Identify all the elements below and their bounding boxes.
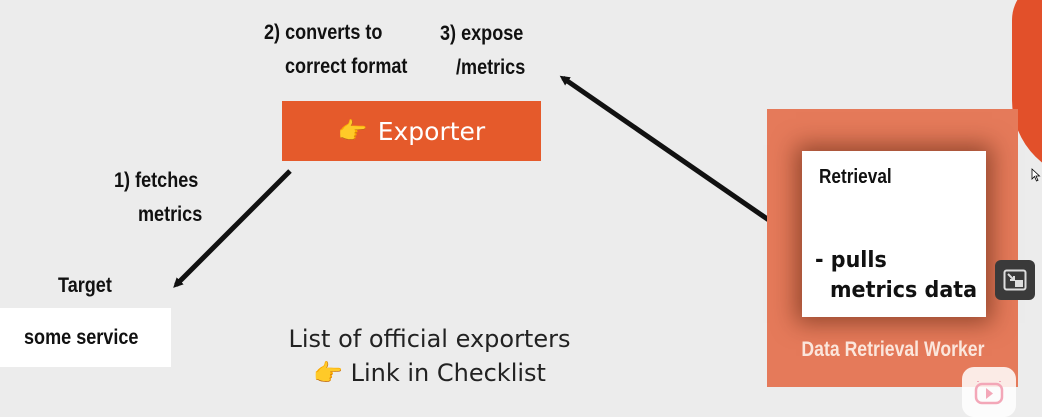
step-expose-line1: 3) expose — [440, 22, 524, 45]
picture-in-picture-button[interactable] — [995, 260, 1035, 300]
fetch-arrow — [173, 169, 292, 288]
retrieval-title: Retrieval — [819, 166, 892, 188]
exporters-list-link-row: 👉 Link in Checklist — [278, 356, 581, 390]
step-expose-line2: /metrics — [456, 56, 526, 79]
play-button[interactable] — [962, 367, 1016, 417]
step-convert-line1: 2) converts to — [264, 21, 383, 44]
step-fetch-line2: metrics — [138, 203, 203, 226]
target-label: Target — [58, 274, 112, 297]
service-label: some service — [24, 325, 139, 349]
exporter-label: Exporter — [377, 116, 486, 146]
worker-label-text: Data Retrieval Worker — [800, 338, 985, 361]
exporters-list-title: List of official exporters — [288, 325, 571, 353]
step-fetch-line1: 1) fetches — [114, 169, 199, 192]
pointing-hand-icon: 👉 — [313, 359, 343, 387]
step-convert-label-2: correct format — [285, 50, 407, 83]
exporters-list-note: List of official exporters 👉 Link in Che… — [278, 322, 581, 390]
service-box: some service — [0, 308, 171, 367]
step-fetch-label-2: metrics — [138, 198, 202, 231]
expose-arrow — [559, 75, 778, 228]
retrieval-card — [802, 151, 986, 317]
step-expose-label: 3) expose — [440, 17, 523, 50]
step-convert-line2: correct format — [285, 55, 408, 78]
checklist-link[interactable]: Link in Checklist — [350, 359, 546, 387]
play-icon — [974, 381, 1004, 405]
step-expose-label-2: /metrics — [456, 51, 525, 84]
pointing-hand-icon: 👉 — [337, 117, 368, 145]
worker-label: Data Retrieval Worker — [767, 338, 1018, 362]
retrieval-description-line2: metrics data — [830, 278, 978, 303]
step-fetch-label: 1) fetches — [114, 164, 198, 197]
step-convert-label: 2) converts to — [264, 16, 382, 49]
picture-in-picture-icon — [1003, 269, 1027, 291]
mouse-cursor-icon — [1031, 168, 1041, 182]
exporter-box: 👉 Exporter — [282, 101, 541, 161]
retrieval-description-line1: - pulls — [815, 248, 887, 273]
